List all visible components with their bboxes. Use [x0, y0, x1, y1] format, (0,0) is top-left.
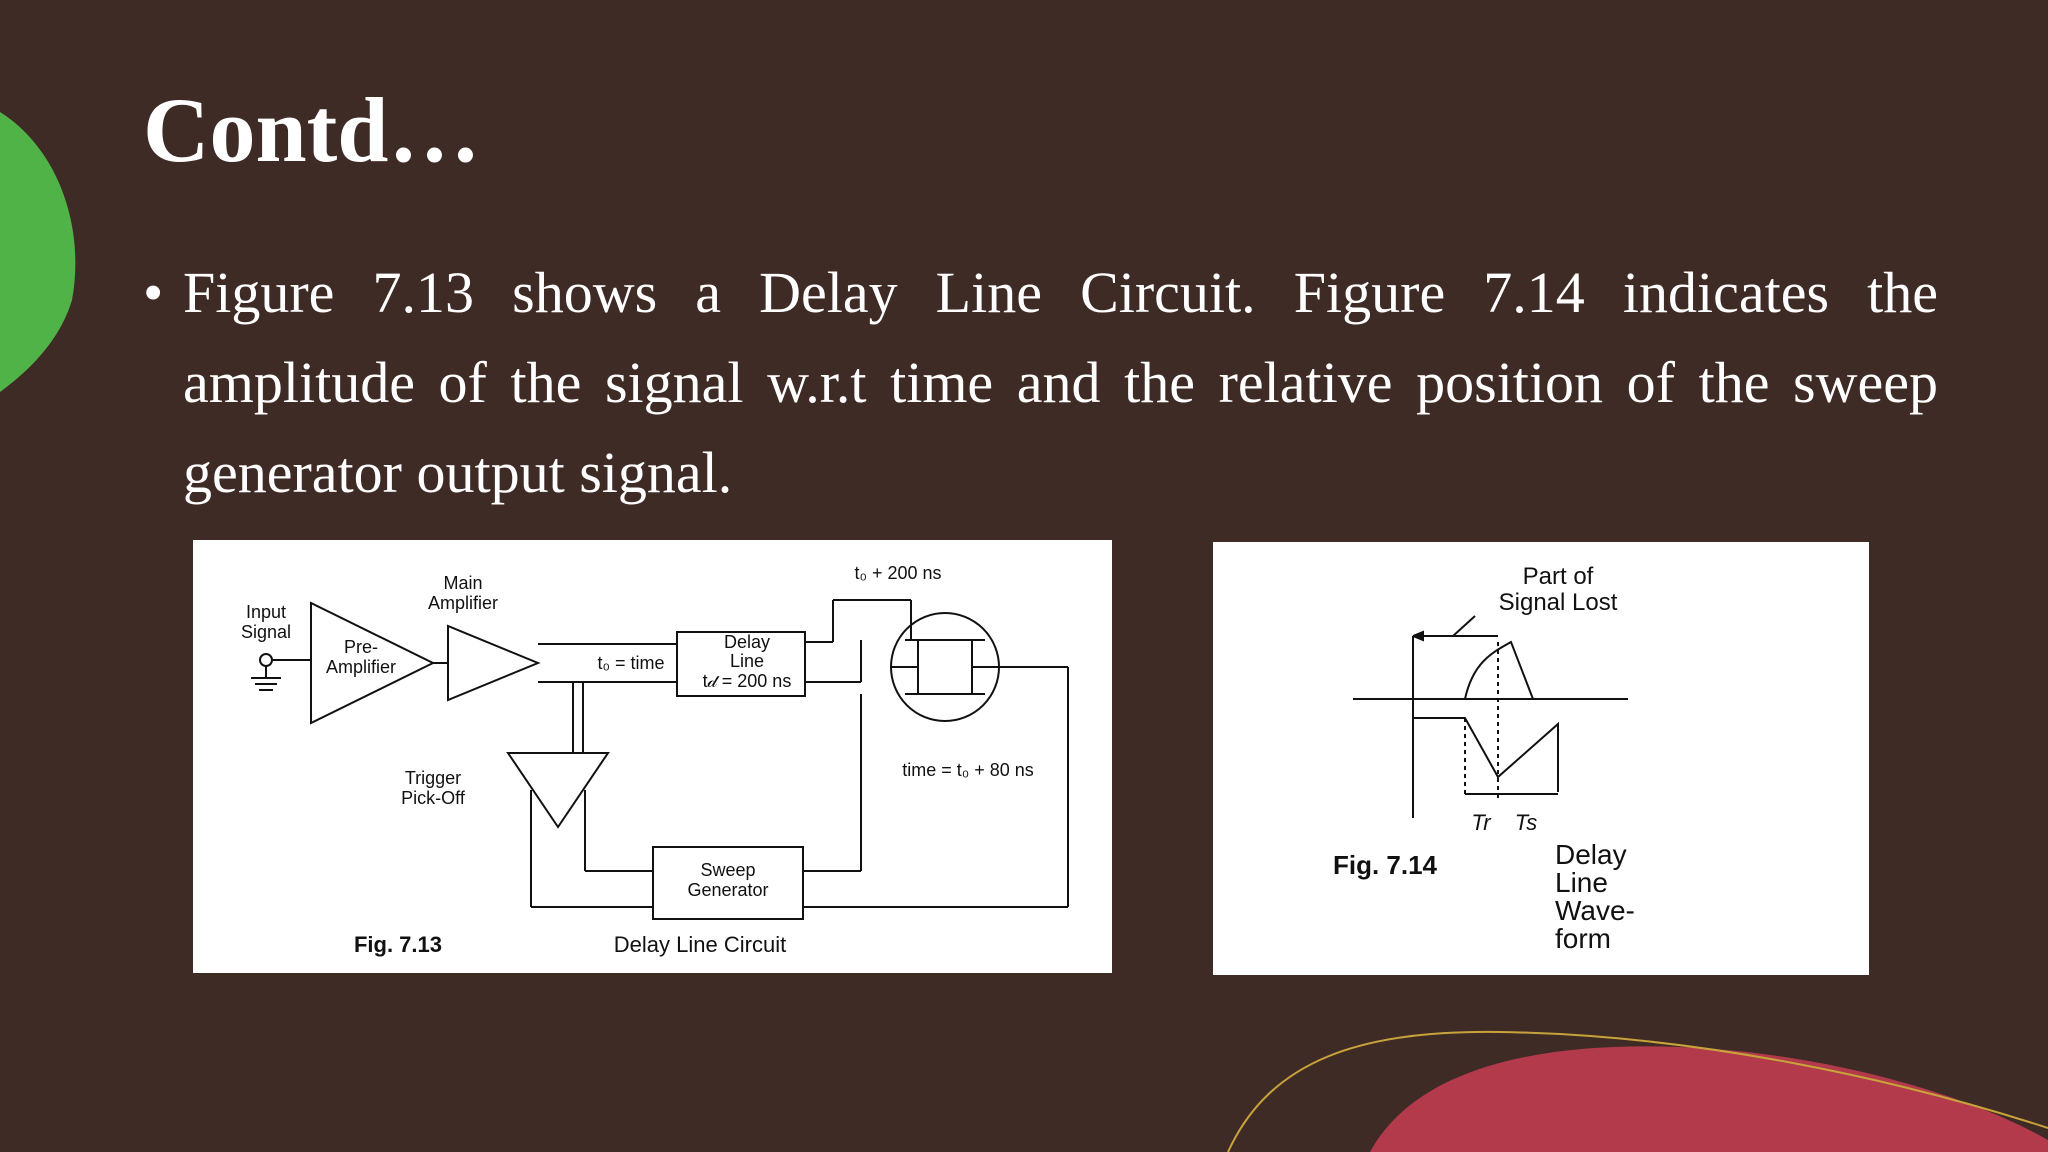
- delay-line-label-1: Delay: [724, 632, 770, 652]
- ts-label: Ts: [1515, 810, 1537, 835]
- pre-amplifier-triangle: [310, 601, 436, 725]
- delay-line-box: [676, 631, 806, 697]
- input-pulse-curve: [1464, 640, 1534, 700]
- main-amplifier-label-1: Main: [443, 573, 482, 593]
- bullet-text: Figure 7.13 shows a Delay Line Circuit. …: [183, 260, 1938, 505]
- pre-amplifier-label-1: Pre-: [344, 637, 378, 657]
- time-80ns-label: time = t₀ + 80 ns: [902, 760, 1034, 780]
- figure-7-13-delay-line-circuit: Input Signal Main Amplifier Pre- Amplifi…: [193, 540, 1112, 973]
- fig-7-14-caption-1: Delay: [1555, 839, 1627, 870]
- delay-line-label-2: Line: [730, 651, 764, 671]
- tr-label: Tr: [1471, 810, 1492, 835]
- sweep-generator-box: [652, 846, 804, 920]
- trigger-pickoff-triangle: [506, 752, 610, 829]
- trigger-label-2: Pick-Off: [401, 788, 466, 808]
- main-amplifier-triangle: [447, 624, 541, 702]
- delay-line-label-3: t𝒹 = 200 ns: [703, 671, 792, 691]
- input-signal-label-1: Input: [246, 602, 286, 622]
- delay-line-waveform-diagram: Part of Signal Lost Tr Ts Fig. 7.14 Dela…: [1333, 563, 1635, 954]
- t0-200ns-label: t₀ + 200 ns: [854, 563, 941, 583]
- fig-7-14-caption-2: Line: [1555, 867, 1608, 898]
- part-of-signal-label-2: Signal Lost: [1499, 589, 1618, 616]
- fig-7-13-label: Fig. 7.13: [354, 932, 442, 957]
- fig-7-14-caption-4: form: [1555, 923, 1611, 954]
- gold-curve-line: [1227, 1030, 2048, 1152]
- main-amplifier-label-2: Amplifier: [428, 593, 498, 613]
- input-terminal: [259, 653, 273, 667]
- sweep-generator-label-2: Generator: [687, 880, 768, 900]
- sweep-waveform: [1413, 717, 1559, 790]
- sweep-generator-label-1: Sweep: [700, 860, 755, 880]
- bullet-marker: •: [143, 260, 164, 325]
- bullet-point: • Figure 7.13 shows a Delay Line Circuit…: [143, 248, 1938, 518]
- figure-7-14-delay-line-waveform: Part of Signal Lost Tr Ts Fig. 7.14 Dela…: [1213, 542, 1869, 975]
- delay-line-circuit-diagram: Input Signal Main Amplifier Pre- Amplifi…: [241, 563, 1069, 957]
- part-of-signal-label-1: Part of: [1523, 563, 1594, 590]
- slide-title: Contd…: [143, 79, 481, 181]
- red-wave-shape: [1370, 1046, 2048, 1152]
- input-signal-label-2: Signal: [241, 622, 291, 642]
- pre-amplifier-label-2: Amplifier: [326, 657, 396, 677]
- green-leaf-shape: [0, 112, 76, 392]
- fig-7-14-label: Fig. 7.14: [1333, 850, 1438, 880]
- trigger-label-1: Trigger: [405, 768, 461, 788]
- fig-7-13-caption: Delay Line Circuit: [614, 932, 786, 957]
- t0-time-label: t₀ = time: [598, 653, 665, 673]
- fig-7-14-caption-3: Wave-: [1555, 895, 1635, 926]
